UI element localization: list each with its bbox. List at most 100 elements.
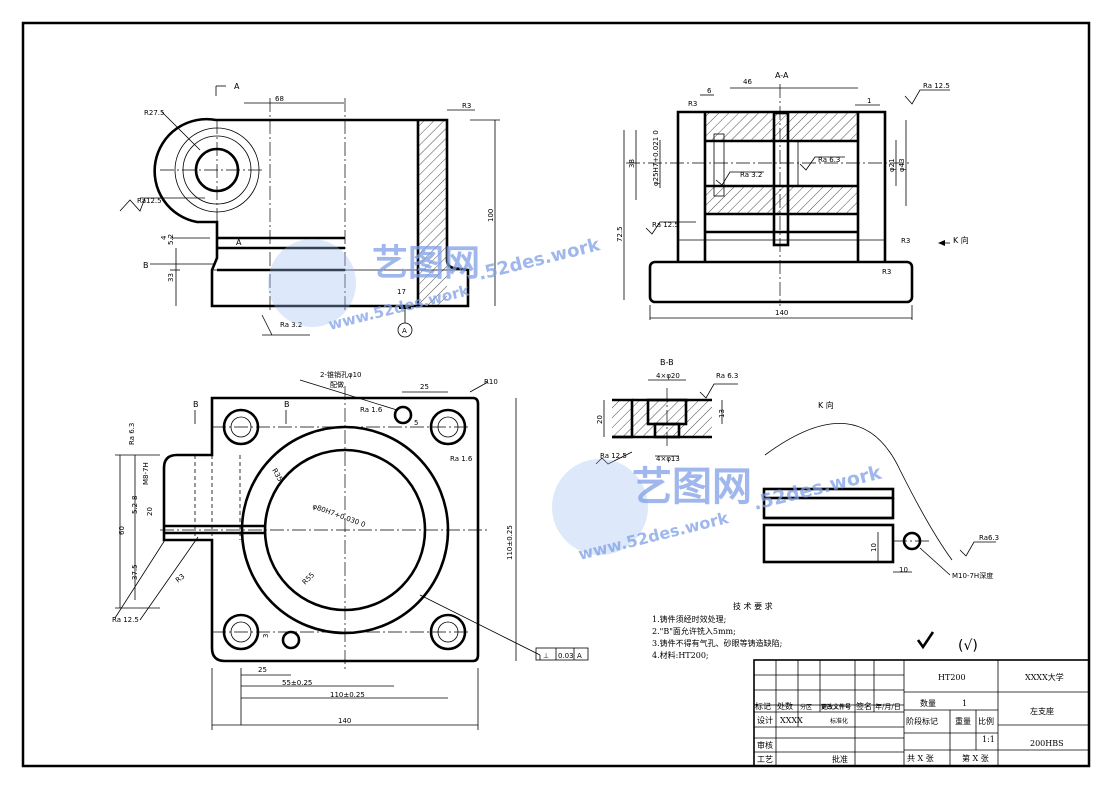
watermark-lower: 艺图网 .52des.work www.52des.work — [552, 459, 884, 564]
top-dim-25: 25 — [420, 383, 429, 391]
view-k: K 向 Ra6.3 10 10 M10-7H深度 — [762, 400, 999, 580]
top-dim-r55: R55 — [301, 571, 316, 586]
top-dim-110-vertical: 110±0.25 — [506, 525, 514, 560]
tech-req-line-3: 3.铸件不得有气孔、砂眼等铸造缺陷; — [652, 638, 782, 648]
tb-scale-label: 比例 — [978, 716, 994, 726]
tech-req-title: 技 术 要 求 — [733, 601, 773, 611]
roughness-note: (√) — [958, 638, 978, 654]
perpendicularity-symbol: ⊥ — [543, 652, 549, 660]
tb-h-sign: 签名 — [856, 701, 872, 711]
top-dim-phi80: φ80H7+0.030 0 — [311, 502, 366, 529]
top-dim-r3: R3 — [174, 572, 186, 584]
tb-process: 工艺 — [757, 755, 773, 764]
tb-h-date: 年/月/日 — [875, 702, 901, 711]
view-k-arrow-label: K 向 — [953, 235, 969, 245]
top-fit-note: 配做 — [330, 380, 344, 389]
top-dim-8: 8 — [131, 496, 139, 500]
tb-weight-label: 重量 — [955, 716, 971, 726]
k-ra63: Ra6.3 — [979, 534, 999, 542]
aa-ra125-top: Ra 12.5 — [923, 82, 950, 90]
top-dim-3: 3 — [262, 634, 270, 638]
bb-ra63: Ra 6.3 — [716, 372, 738, 380]
front-dim-4: 4 — [160, 235, 168, 240]
tb-part-name: 左支座 — [1030, 706, 1054, 716]
top-ra125: Ra 12.5 — [112, 616, 139, 624]
bb-dim-13: 13 — [718, 409, 726, 418]
top-holes-note: 2-锥销孔φ10 — [320, 370, 362, 379]
top-view: B B 2-锥销孔φ10 配做 25 R10 Ra 1.6 Ra 1.6 5 R… — [112, 370, 589, 730]
bb-dim-20: 20 — [596, 415, 604, 424]
aa-dim-6: 6 — [707, 87, 712, 95]
perpendicularity-datum: A — [577, 652, 582, 660]
aa-dim-r3-lower: R3 — [882, 268, 891, 276]
tb-h-qty: 处数 — [777, 701, 793, 711]
top-dim-20: 20 — [146, 507, 154, 516]
top-ra16-upper: Ra 1.6 — [360, 406, 383, 414]
tech-requirements: 技 术 要 求 1.铸件须经时效处理; 2."B"面允许铣入5mm; 3.铸件不… — [652, 601, 978, 660]
tech-req-line-2: 2."B"面允许铣入5mm; — [652, 626, 736, 636]
tech-req-line-1: 1.铸件须经时效处理; — [652, 614, 726, 624]
top-dim-25-bottom: 25 — [258, 666, 267, 674]
cut-a-top-label: A — [234, 82, 240, 91]
perpendicularity-value: 0.03 — [558, 652, 574, 660]
front-dim-r275: R27.5 — [144, 109, 164, 117]
cut-a-mid-label: A — [236, 238, 242, 247]
k-dim-10-horizontal: 10 — [899, 566, 908, 574]
aa-dim-r3: R3 — [688, 100, 697, 108]
watermark-globe-icon — [268, 239, 356, 327]
tb-designer: XXXX — [780, 716, 803, 725]
front-view: A A B 68 R27.5 R3 100 33 5.2 4 Ra12.5 Ra… — [119, 82, 500, 338]
k-thread-note: M10-7H深度 — [952, 571, 993, 580]
top-dim-52: 5.2 — [131, 503, 139, 514]
section-bb-title: B-B — [660, 358, 674, 367]
datum-a-label: A — [402, 327, 407, 335]
top-dim-r10: R10 — [484, 378, 498, 386]
tech-req-line-4: 4.材料:HT200; — [652, 650, 709, 660]
front-ra125: Ra12.5 — [137, 197, 162, 205]
watermark-globe-icon — [552, 459, 648, 555]
front-dim-33: 33 — [167, 273, 175, 282]
top-dim-5: 5 — [414, 419, 418, 427]
aa-dim-140: 140 — [775, 309, 788, 317]
aa-dim-38: 38 — [628, 159, 636, 168]
top-ra16-lower: Ra 1.6 — [450, 455, 473, 463]
aa-ra63: Ra 6.3 — [818, 156, 840, 164]
tb-sheets-total: 共 X 张 — [907, 754, 934, 763]
roughness-symbol-icon — [916, 631, 935, 650]
aa-dim-725: 72.5 — [616, 226, 624, 242]
front-dim-17: 17 — [397, 288, 406, 296]
aa-dim-21: φ21 — [888, 158, 896, 172]
front-dim-r3: R3 — [462, 102, 471, 110]
cut-b-left-label: B — [193, 400, 199, 409]
watermark-upper-brand: 艺图网 — [372, 243, 480, 284]
top-ra63: Ra 6.3 — [128, 423, 136, 445]
front-ra32: Ra 3.2 — [280, 321, 302, 329]
top-dim-110-horizontal: 110±0.25 — [330, 691, 365, 699]
top-dim-60: 60 — [118, 526, 126, 535]
view-k-title: K 向 — [818, 400, 834, 410]
cut-b-label: B — [143, 261, 149, 270]
tb-quantity: 1 — [962, 699, 967, 708]
k-dim-10-vertical: 10 — [870, 543, 878, 552]
tb-company: XXXX大学 — [1025, 672, 1064, 682]
section-aa-title: A-A — [775, 71, 789, 80]
tb-standard: 标准化 — [830, 717, 848, 725]
aa-dim-46: 46 — [743, 78, 752, 86]
tb-sheet-num: 第 X 张 — [962, 753, 989, 763]
tb-h-zone: 分区 — [800, 703, 812, 711]
bb-ra125: Ra 12.5 — [600, 452, 627, 460]
tb-material: HT200 — [938, 673, 966, 682]
top-m8: M8-7H — [142, 462, 150, 485]
top-dim-375: 37.5 — [131, 564, 139, 580]
bb-holes-20: 4×φ20 — [656, 372, 680, 380]
watermark-lower-brand: 艺图网 — [632, 464, 752, 510]
tb-stage-label: 阶段标记 — [906, 716, 938, 726]
aa-ra32: Ra 3.2 — [740, 171, 762, 179]
tb-review: 审核 — [757, 740, 773, 750]
aa-dim-r3-upper: R3 — [901, 237, 910, 245]
front-dim-52: 5.2 — [167, 234, 175, 245]
section-aa-view: A-A K 向 46 6 R3 1 Ra 12.5 38 φ25H7+0.021… — [616, 71, 969, 320]
cut-b-right-label: B — [284, 400, 290, 409]
tb-scale: 1:1 — [982, 735, 995, 744]
